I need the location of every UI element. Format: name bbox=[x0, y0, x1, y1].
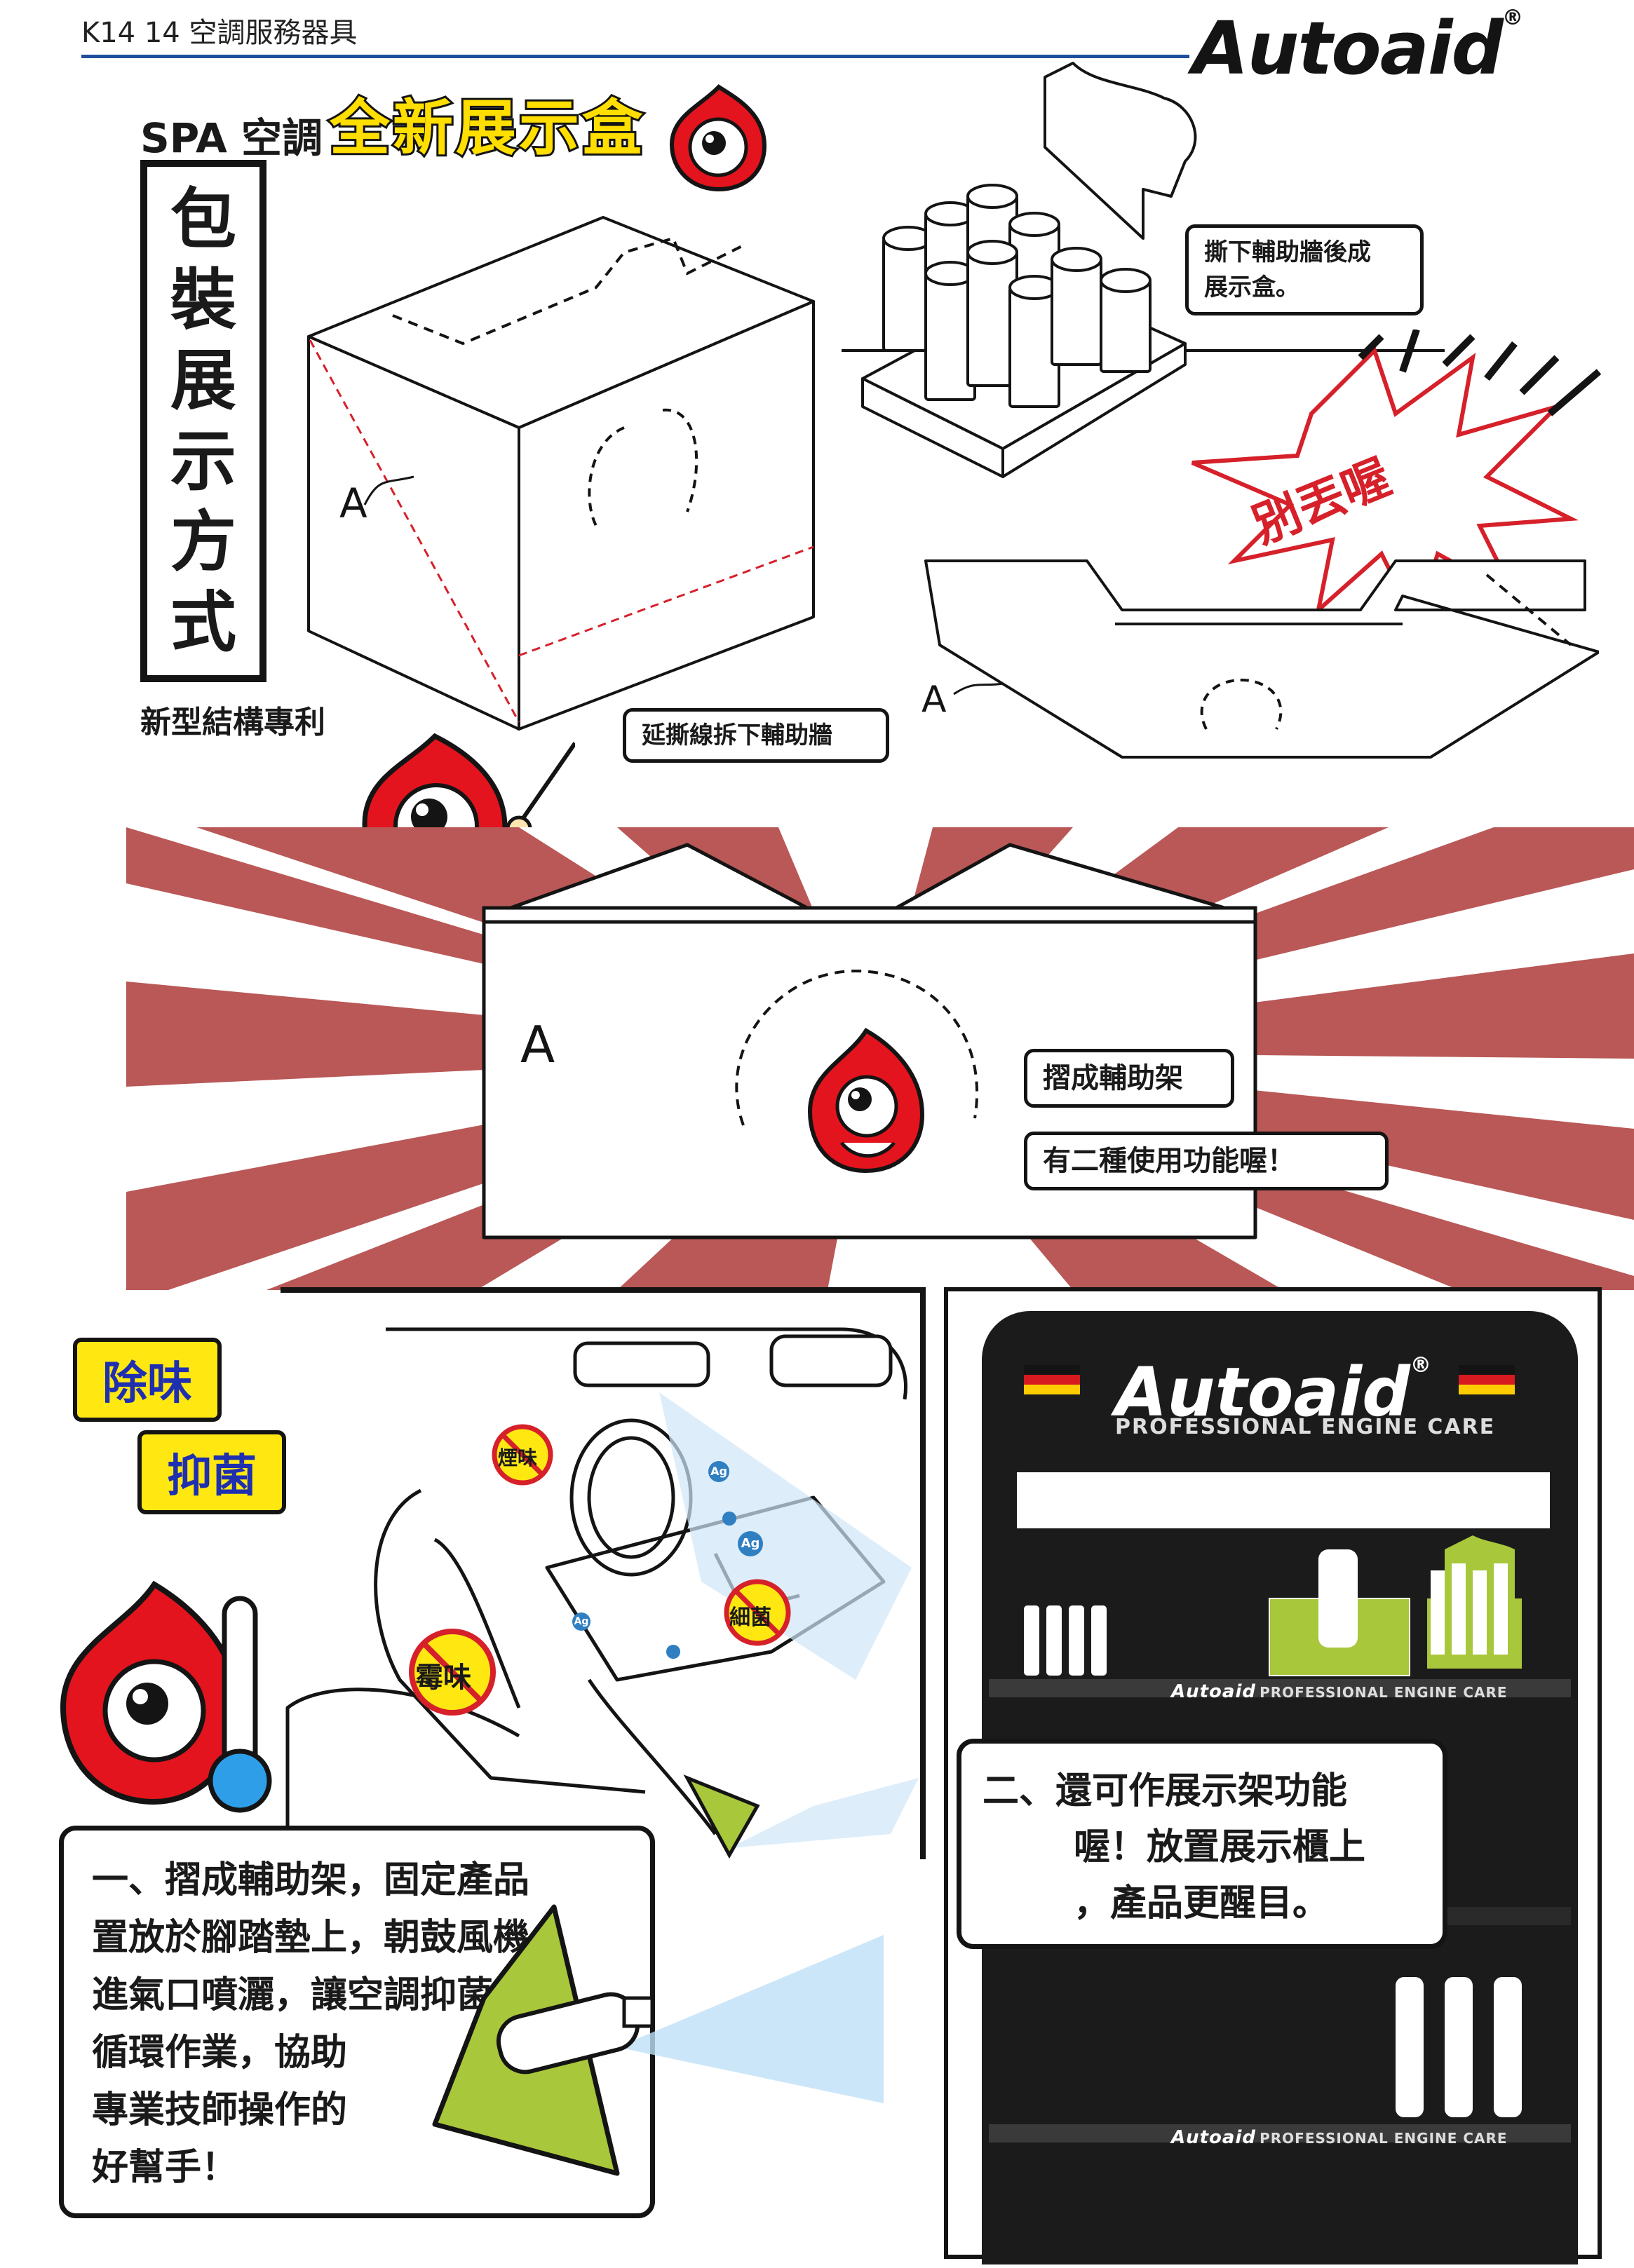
badge-smoke-text: 煙味 bbox=[498, 1446, 538, 1469]
label-a-banner: A bbox=[520, 1015, 555, 1074]
vertical-title-char: 示 bbox=[170, 423, 236, 500]
intro-prefix: SPA 空調 bbox=[140, 114, 323, 162]
tag-deodorize: 除味 bbox=[73, 1338, 222, 1422]
registered-mark: ® bbox=[1501, 6, 1523, 30]
shelf-strip-lower: Autoaid PROFESSIONAL ENGINE CARE bbox=[1171, 2127, 1508, 2148]
badge-mold-text: 霉味 bbox=[415, 1662, 471, 1694]
page-header-text: K14 14 空調服務器具 bbox=[81, 17, 358, 49]
no-bacteria-badge bbox=[724, 1579, 791, 1646]
silver-ion-badge: Ag bbox=[572, 1612, 590, 1631]
label-a-box: A bbox=[339, 480, 367, 527]
callout-after-tear: 撕下輔助牆後成 展示盒。 bbox=[1185, 224, 1424, 315]
shelf-brand-text: Autoaid bbox=[1115, 1353, 1410, 1432]
brand-logo: Autoaid® bbox=[1192, 6, 1523, 91]
speech-line: 好幫手！ bbox=[92, 2147, 238, 2189]
label-a-flat: A bbox=[921, 679, 947, 721]
speech-line: 置放於腳踏墊上，朝鼓風機 bbox=[92, 1917, 530, 1959]
callout-tear-line: 延撕線拆下輔助牆 bbox=[623, 708, 889, 763]
speech-line: 二、還可作展示架功能 bbox=[983, 1770, 1348, 1812]
vertical-title-char: 式 bbox=[170, 585, 236, 661]
speech-line: 喔！放置展示櫃上 bbox=[1074, 1826, 1366, 1868]
closed-box-illustration bbox=[307, 216, 815, 731]
mascot-center-icon bbox=[807, 1027, 925, 1174]
no-smoke-badge bbox=[492, 1424, 553, 1486]
strip-text: PROFESSIONAL ENGINE CARE bbox=[1260, 1684, 1508, 1701]
shelf-tagline: PROFESSIONAL ENGINE CARE bbox=[1115, 1415, 1496, 1439]
registered-mark: ® bbox=[1410, 1353, 1431, 1378]
mascot-icon-title bbox=[669, 84, 767, 192]
intro-highlight-title: 全新展示盒 bbox=[328, 91, 645, 165]
speech-usage-two: 二、還可作展示架功能 喔！放置展示櫃上 ，產品更醒目。 bbox=[957, 1739, 1447, 1949]
speech-line: 循環作業，協助 bbox=[92, 2032, 348, 2074]
callout-two-uses: 有二種使用功能喔！ bbox=[1024, 1132, 1389, 1190]
strip-brand: Autoaid bbox=[1171, 1681, 1256, 1702]
strip-text: PROFESSIONAL ENGINE CARE bbox=[1260, 2130, 1508, 2147]
header-rule bbox=[81, 55, 1189, 58]
vertical-title-char: 展 bbox=[170, 343, 236, 419]
callout-fold-stand: 摺成輔助架 bbox=[1024, 1049, 1234, 1108]
shelf-brand-logo: Autoaid® bbox=[1115, 1353, 1431, 1432]
speech-line: 進氣口噴灑，讓空調抑菌做 bbox=[92, 1974, 530, 2016]
speech-line: 一、摺成輔助架，固定產品 bbox=[92, 1859, 530, 1901]
speech-line: 專業技師操作的 bbox=[92, 2089, 348, 2131]
spray-stand-illustration bbox=[432, 1904, 884, 2176]
brand-logo-text: Autoaid bbox=[1192, 6, 1504, 91]
vertical-title-char: 包 bbox=[170, 182, 236, 258]
badge-bacteria-text: 細菌 bbox=[729, 1605, 771, 1630]
mascot-thermometer-icon bbox=[60, 1580, 272, 1813]
no-mold-badge bbox=[409, 1629, 496, 1716]
open-display-box-illustration bbox=[842, 62, 1445, 478]
callout-line: 撕下輔助牆後成 bbox=[1204, 238, 1371, 266]
strip-brand: Autoaid bbox=[1171, 2127, 1256, 2148]
unfolded-box-illustration bbox=[924, 559, 1599, 759]
callout-line: 展示盒。 bbox=[1204, 273, 1299, 301]
vertical-title-char: 裝 bbox=[170, 262, 236, 339]
patent-note: 新型結構專利 bbox=[140, 705, 325, 740]
shelf-strip-upper: Autoaid PROFESSIONAL ENGINE CARE bbox=[1171, 1681, 1508, 1702]
vertical-title-char: 方 bbox=[170, 504, 236, 580]
silver-ion-badge: Ag bbox=[738, 1531, 763, 1556]
silver-ion-badge: Ag bbox=[708, 1461, 729, 1482]
car-interior-illustration bbox=[281, 1287, 926, 1862]
speech-line: ，產品更醒目。 bbox=[1074, 1882, 1330, 1924]
vertical-title: 包 裝 展 示 方 式 bbox=[140, 179, 266, 663]
tag-antibacterial: 抑菌 bbox=[137, 1430, 286, 1514]
vertical-title-box bbox=[140, 160, 266, 682]
